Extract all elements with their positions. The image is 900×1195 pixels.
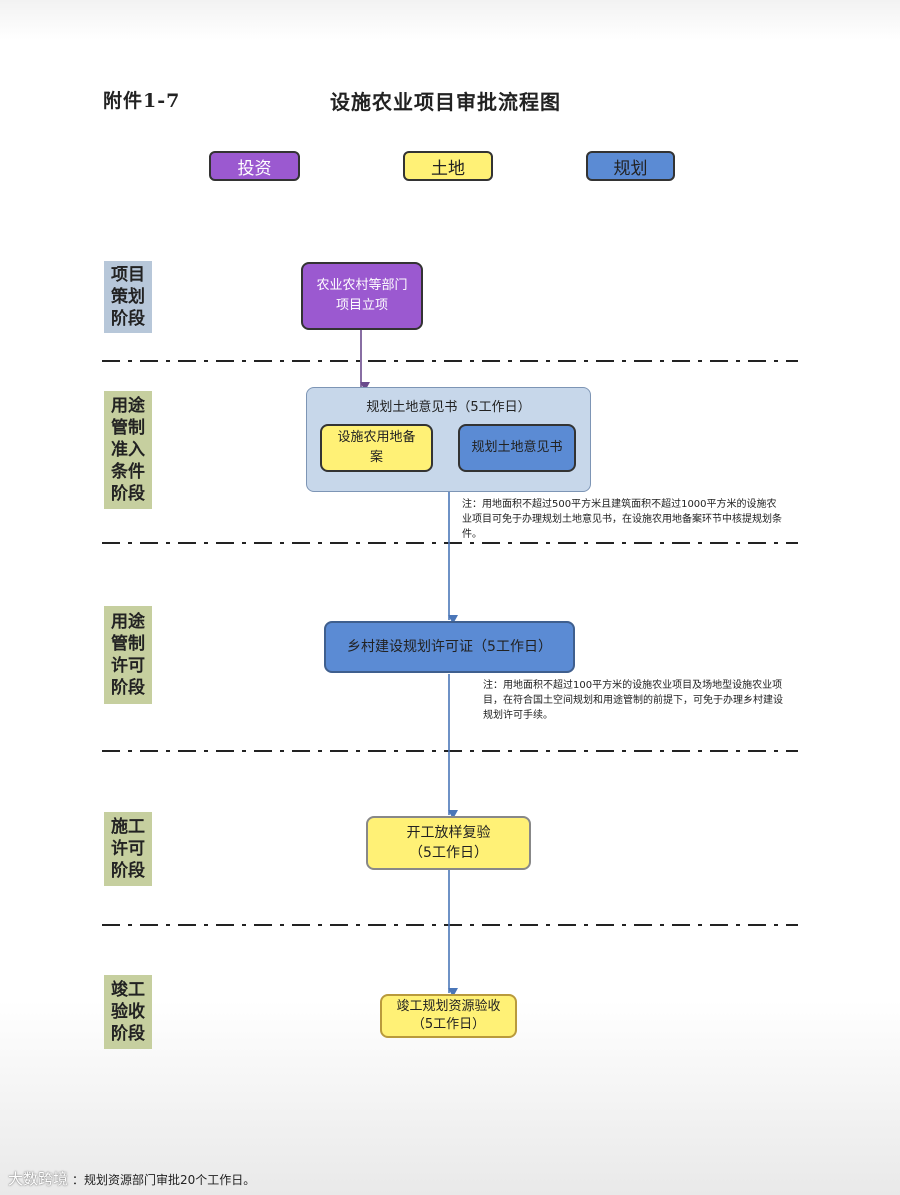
node-label: 竣工规划资源验收（5工作日） xyxy=(396,999,501,1032)
group-title: 规划土地意见书（5工作日） xyxy=(366,400,531,415)
stage-permit: 用途管制许可阶段 xyxy=(104,606,152,704)
stage-construction: 施工许可阶段 xyxy=(104,812,152,886)
node-label: 设施农用地备案 xyxy=(337,430,416,465)
note-2: 注：用地面积不超过100平方米的设施农业项目及场地型设施农业项目，在符合国土空间… xyxy=(483,680,783,721)
stage-label: 项目策划阶段 xyxy=(111,265,145,329)
node-rural-permit: 乡村建设规划许可证（5工作日） xyxy=(324,621,575,673)
stage-access: 用途管制准入条件阶段 xyxy=(104,391,152,509)
node-label: 乡村建设规划许可证（5工作日） xyxy=(347,639,552,655)
stage-label: 施工许可阶段 xyxy=(111,817,145,881)
node-construction-check: 开工放样复验（5工作日） xyxy=(366,816,531,870)
stage-planning: 项目策划阶段 xyxy=(104,261,152,333)
stage-label: 用途管制准入条件阶段 xyxy=(111,396,145,504)
footer-note: 大数跨境：规划资源部门审批20个工作日。 xyxy=(8,1168,255,1189)
legend-planning: 规划 xyxy=(586,151,675,181)
node-label: 农业农村等部门项目立项 xyxy=(316,278,408,313)
attachment-label: 附件1-7 xyxy=(103,90,181,112)
node-label: 开工放样复验（5工作日） xyxy=(406,825,491,861)
stage-label: 用途管制许可阶段 xyxy=(111,612,145,698)
node-project-approval: 农业农村等部门项目立项 xyxy=(301,262,423,330)
page-title: 设施农业项目审批流程图 xyxy=(330,90,561,114)
node-facility-land-record: 设施农用地备案 xyxy=(320,424,433,472)
legend-land: 土地 xyxy=(403,151,493,181)
watermark: 大数跨境 xyxy=(8,1170,69,1188)
stage-label: 竣工验收阶段 xyxy=(111,980,145,1044)
node-label: 规划土地意见书 xyxy=(471,440,563,455)
footer-text: ：规划资源部门审批20个工作日。 xyxy=(72,1173,256,1187)
stage-completion: 竣工验收阶段 xyxy=(104,975,152,1049)
node-completion-check: 竣工规划资源验收（5工作日） xyxy=(380,994,517,1038)
note-1: 注：用地面积不超过500平方米且建筑面积不超过1000平方米的设施农业项目可免于… xyxy=(462,499,782,540)
legend-investment: 投资 xyxy=(209,151,300,181)
node-land-opinion: 规划土地意见书 xyxy=(458,424,576,472)
